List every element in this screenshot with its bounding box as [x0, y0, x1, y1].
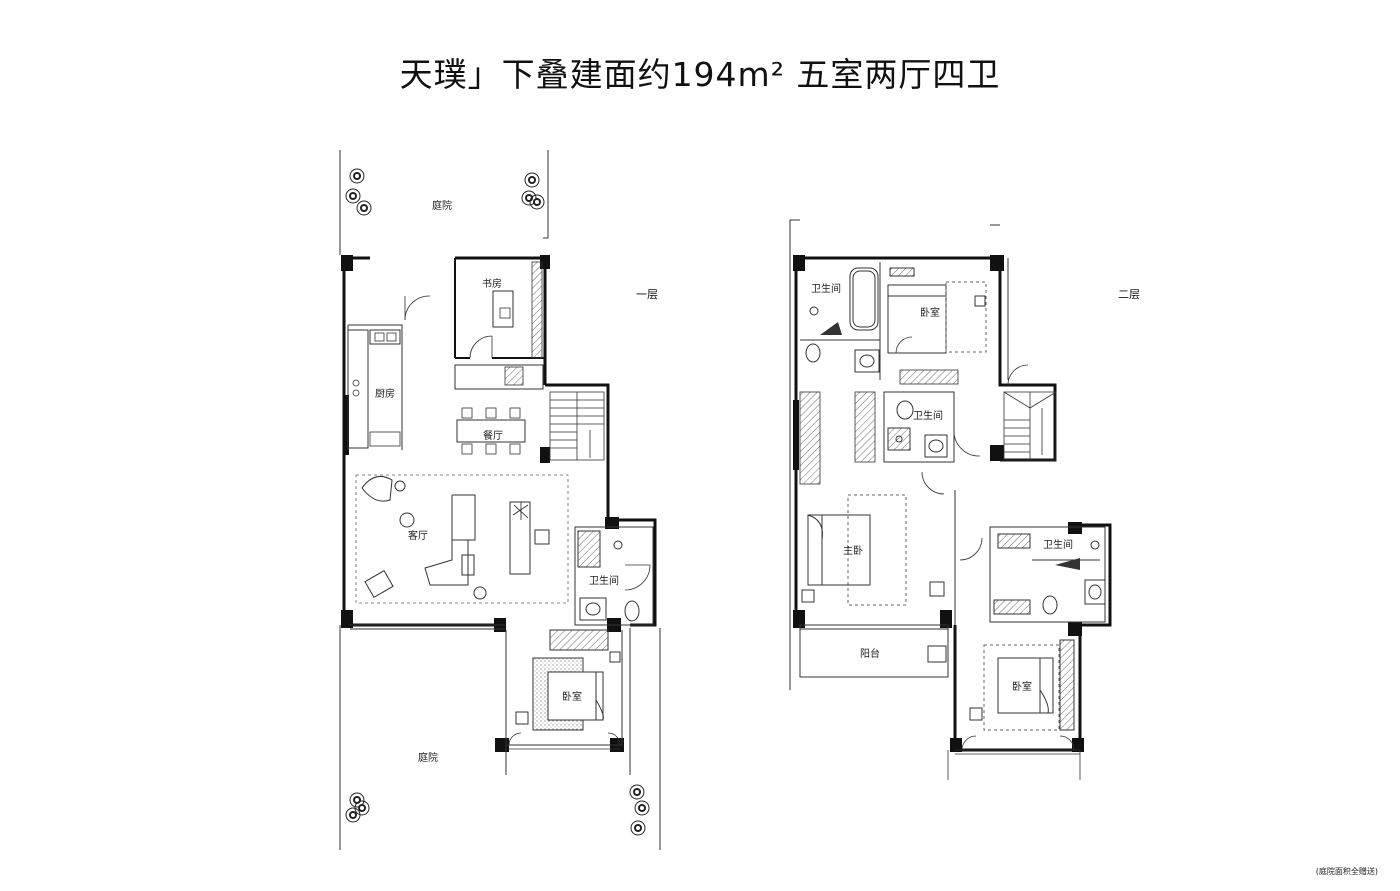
room-label-bedroom-bottom: 卧室: [1012, 680, 1032, 693]
room-label-living: 客厅: [408, 529, 428, 542]
room-label-bedroom: 卧室: [562, 690, 582, 703]
room-label-courtyard-top: 庭院: [432, 199, 452, 212]
room-label-bedroom-top: 卧室: [920, 306, 940, 319]
floor-label-1: 一层: [636, 288, 658, 301]
floor-label-2: 二层: [1118, 288, 1140, 301]
floor-2-plan: 卫生间 卧室 卫生间 主卧 卫生间 阳台 卧室 二层: [789, 219, 1140, 780]
room-label-study: 书房: [482, 277, 502, 290]
room-label-bathroom-right: 卫生间: [1043, 538, 1073, 551]
room-label-master-bedroom: 主卧: [843, 544, 863, 557]
room-label-balcony: 阳台: [860, 647, 880, 660]
room-label-kitchen: 厨房: [375, 387, 395, 400]
room-label-dining: 餐厅: [483, 429, 503, 442]
room-label-bathroom-top: 卫生间: [811, 282, 841, 295]
page-title: 天璞」下叠建面约194m² 五室两厅四卫: [399, 55, 1001, 94]
tree-icon: [345, 784, 650, 836]
floor-1-plan: 庭院 书房 厨房 餐厅 客厅 卫生间 卧室 庭院 一层: [339, 150, 661, 850]
room-label-bathroom-mid: 卫生间: [913, 409, 943, 422]
room-label-bathroom: 卫生间: [589, 574, 619, 587]
footnote: (庭院面积全赠送): [1315, 867, 1378, 876]
room-label-courtyard-bottom: 庭院: [418, 751, 438, 764]
